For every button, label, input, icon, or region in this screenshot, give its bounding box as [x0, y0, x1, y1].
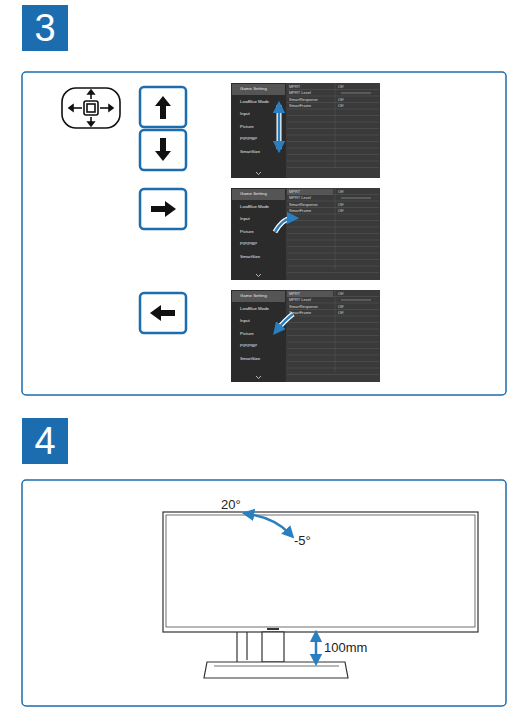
osd-menu-item: Game Setting [240, 87, 267, 91]
height-dimension: 100mm [324, 641, 367, 654]
osd-menu-item: LowBlue Mode [240, 307, 269, 311]
osd-screenshot [231, 188, 380, 280]
osd-value: Off [338, 311, 343, 315]
osd-value: Off [338, 98, 343, 102]
step-panel [22, 72, 506, 395]
step-number: 4 [34, 422, 55, 460]
osd-value: Off [338, 203, 343, 207]
osd-submenu-item: MPRT [289, 85, 300, 89]
osd-menu-item: Game Setting [240, 294, 267, 298]
osd-submenu-item: SmartResponse [289, 305, 318, 309]
osd-menu-item: Input [240, 217, 250, 221]
osd-submenu-item: SmartFrame [289, 311, 311, 315]
osd-menu-item: Picture [240, 332, 254, 336]
step-badge: 3 [22, 5, 68, 51]
arrow-button [140, 130, 186, 170]
monitor-drawing [163, 512, 478, 678]
osd-screenshot [231, 290, 380, 382]
osd-value: Off [338, 209, 343, 213]
step-number: 3 [34, 9, 55, 47]
osd-menu-item: Input [240, 112, 250, 116]
osd-menu-item: SmartSize [240, 357, 260, 361]
osd-menu-item: Picture [240, 125, 254, 129]
osd-value: Off [338, 104, 343, 108]
osd-menu-item: LowBlue Mode [240, 100, 269, 104]
osd-menu-item: Input [240, 319, 250, 323]
osd-value: Off [338, 85, 343, 89]
arrow-button [140, 87, 186, 127]
osd-submenu-item: SmartFrame [289, 104, 311, 108]
joystick-icon [62, 88, 120, 128]
step-badge: 4 [22, 418, 68, 464]
height-arrow [315, 636, 318, 660]
osd-menu-item: Game Setting [240, 192, 267, 196]
step-panel [22, 480, 506, 706]
arrow-button [140, 293, 186, 333]
osd-submenu-item: SmartFrame [289, 209, 311, 213]
osd-menu-item: PIP/PBP [240, 344, 257, 348]
osd-menu-item: PIP/PBP [240, 242, 257, 246]
arrow-button [140, 189, 186, 229]
osd-submenu-item: SmartResponse [289, 203, 318, 207]
osd-screenshot [231, 83, 380, 178]
osd-menu-item: SmartSize [240, 150, 260, 154]
osd-submenu-item: MPRT Level [289, 196, 311, 200]
tilt-angle: 20° [221, 498, 241, 511]
osd-submenu-item: MPRT Level [289, 91, 311, 95]
osd-menu-item: PIP/PBP [240, 137, 257, 141]
osd-submenu-item: SmartResponse [289, 98, 318, 102]
osd-submenu-item: MPRT Level [289, 298, 311, 302]
tilt-angle: -5° [294, 534, 311, 547]
osd-menu-item: LowBlue Mode [240, 205, 269, 209]
tilt-arrow [248, 514, 290, 534]
osd-value: Off [338, 292, 343, 296]
osd-value: Off [338, 190, 343, 194]
osd-submenu-item: MPRT [289, 190, 300, 194]
osd-menu-item: Picture [240, 230, 254, 234]
osd-menu-item: SmartSize [240, 255, 260, 259]
osd-submenu-item: MPRT [289, 292, 300, 296]
osd-value: Off [338, 305, 343, 309]
